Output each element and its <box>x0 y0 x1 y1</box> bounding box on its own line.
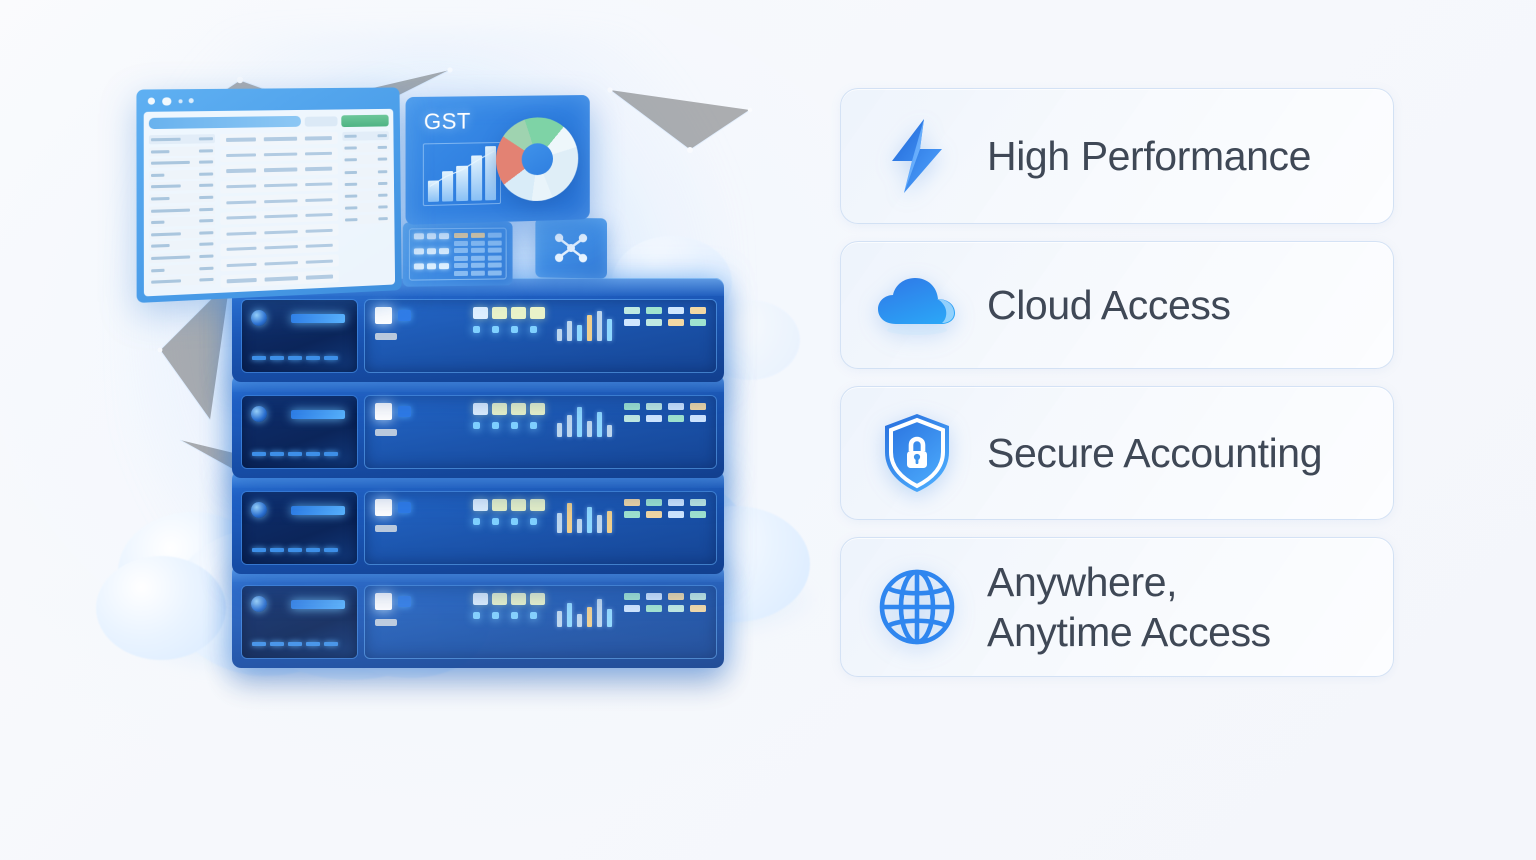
ledger-device <box>402 221 513 287</box>
list-item[interactable] <box>148 204 216 216</box>
table-row[interactable] <box>220 177 338 194</box>
filter-chip[interactable] <box>304 115 338 127</box>
list-item[interactable] <box>342 131 389 141</box>
table-row[interactable] <box>219 147 338 162</box>
list-item[interactable] <box>149 239 216 252</box>
list-item[interactable] <box>148 145 215 157</box>
feature-card-secure-accounting[interactable]: Secure Accounting <box>840 386 1394 520</box>
server-rack <box>232 278 732 668</box>
list-item[interactable] <box>148 192 216 204</box>
list-item[interactable] <box>149 227 216 240</box>
gst-chart-panel: GST <box>405 94 590 225</box>
gst-donut-chart <box>496 116 579 203</box>
feature-label: Cloud Access <box>987 281 1231 328</box>
gst-trend-line <box>424 143 500 206</box>
window-dot-icon <box>162 97 172 106</box>
network-device <box>535 217 607 279</box>
cloud-server-illustration: GST <box>0 0 830 860</box>
table-row[interactable] <box>220 162 338 178</box>
table-row[interactable] <box>220 208 339 225</box>
list-item[interactable] <box>148 216 216 228</box>
list-item[interactable] <box>342 178 390 189</box>
window-toolbar <box>148 114 389 130</box>
list-item[interactable] <box>342 154 390 165</box>
feature-card-cloud-access[interactable]: Cloud Access <box>840 241 1394 369</box>
list-item[interactable] <box>342 166 390 177</box>
summary-list <box>342 131 390 282</box>
table-row[interactable] <box>220 239 339 257</box>
list-item[interactable] <box>342 214 390 225</box>
shield-lock-icon <box>875 411 959 495</box>
server-unit <box>232 278 724 382</box>
list-item[interactable] <box>148 134 215 145</box>
window-dot-icon <box>188 98 194 104</box>
server-unit <box>232 374 724 478</box>
dashboard-window <box>136 87 402 304</box>
primary-action-button[interactable] <box>341 114 389 127</box>
cloud-icon <box>875 263 959 347</box>
list-item[interactable] <box>342 202 390 213</box>
table-body <box>219 132 339 288</box>
feature-card-list: High Performance Cloud Access <box>840 88 1394 677</box>
list-item[interactable] <box>148 169 216 180</box>
server-unit <box>232 564 724 668</box>
sidebar-list <box>148 134 216 291</box>
server-unit <box>232 470 724 574</box>
window-dot-icon <box>178 99 183 104</box>
search-input[interactable] <box>148 115 301 130</box>
table-row[interactable] <box>219 132 338 147</box>
list-item[interactable] <box>342 190 390 201</box>
list-item[interactable] <box>342 143 389 153</box>
lightning-bolt-icon <box>875 114 959 198</box>
feature-label: Anywhere, Anytime Access <box>987 558 1271 655</box>
list-item[interactable] <box>149 263 216 276</box>
table-row[interactable] <box>220 193 339 209</box>
feature-label: High Performance <box>987 132 1312 179</box>
network-nodes-icon <box>554 233 588 263</box>
gst-title: GST <box>423 108 471 135</box>
table-row[interactable] <box>220 254 339 272</box>
list-item[interactable] <box>148 157 216 169</box>
window-dot-icon <box>147 97 156 105</box>
table-row[interactable] <box>220 270 339 288</box>
table-row[interactable] <box>220 223 339 241</box>
feature-card-high-performance[interactable]: High Performance <box>840 88 1394 224</box>
list-item[interactable] <box>148 180 216 192</box>
list-item[interactable] <box>149 251 216 264</box>
feature-card-anywhere-anytime-access[interactable]: Anywhere, Anytime Access <box>840 537 1394 677</box>
feature-label: Secure Accounting <box>987 429 1323 476</box>
list-item[interactable] <box>149 274 216 288</box>
gst-bar-chart <box>422 141 501 207</box>
globe-icon <box>875 565 959 649</box>
